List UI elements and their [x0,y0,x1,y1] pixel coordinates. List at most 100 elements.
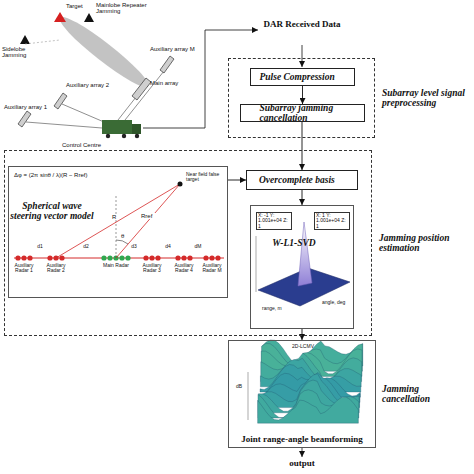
figure-label: Target [66,3,96,9]
process-box: Overcomplete basis [246,170,358,190]
figure-label: Jamming cancellation [382,384,468,405]
figure-label: Main array [150,80,190,86]
figure-label: DAR Received Data [262,20,342,30]
figure-stroke [106,134,110,138]
figure-stroke [209,255,214,260]
surface-strip [258,397,359,423]
figure-stroke [143,255,148,260]
figure-label: Auxiliary Radar M [197,263,227,274]
angle-arc [116,240,128,244]
figure-label: Sidelobe Jamming [2,46,36,59]
boresight [116,196,117,258]
array-links [26,66,168,128]
jammer-symbol [84,13,94,22]
figure-label: θ [121,233,128,239]
main-beam [54,10,153,93]
figure-stroke [132,124,141,134]
figure-stroke [187,255,192,260]
data-tip: X: 1 Y: 1.001e+04 Z: 1 [314,212,350,230]
axis-line [248,372,249,420]
figure-label: Auxiliary Radar 4 [169,263,199,274]
figure-label: Control Centre [62,142,110,148]
figure-label: Auxiliary array 1 [4,104,56,110]
figure-label: Mainlobe Repeater Jamming [96,2,148,15]
figure-label: Δφ = (2π sinθ / λ)(R − Rref) [14,172,126,178]
figure-stroke [175,255,180,260]
figure-label: Rref [141,213,157,219]
figure-stroke [125,66,168,120]
figure-label: Near field false target [186,172,224,183]
box-label: Pulse Compression [260,72,346,82]
output-arrow [302,448,303,457]
flow-arrow [228,180,246,181]
figure-stroke [47,255,52,260]
figure-label: dB [236,384,246,389]
stage-region: Subarray level signal preprocessingPulse… [228,58,375,138]
figure-stroke [26,122,102,128]
array-symbols [18,56,174,127]
figure-stroke [132,78,151,100]
figure-label: range, m [262,306,292,311]
figure-stroke [135,134,139,138]
figure-stroke [155,255,160,260]
flow-arrow [302,329,303,340]
figure-label: Auxiliary array M [150,46,202,52]
figure-stroke [15,255,20,260]
figure-stroke [181,255,186,260]
figure-stroke [18,111,31,127]
figure-label: Main Radar [101,263,131,268]
figure-label: angle, deg [322,300,352,305]
figure-stroke [119,255,124,260]
figure-label: d4 [163,244,173,249]
box-label: Spherical wave steering vector model [9,201,95,264]
steering-model-figure [14,182,224,261]
spectrum-peak [298,222,312,286]
figure-stroke [59,255,64,260]
process-box: Subarray jamming cancellation [240,104,365,122]
range-line [116,184,180,258]
sparse-spectrum-plot [256,222,350,306]
figure-stroke [125,255,130,260]
figure-stroke [203,255,208,260]
data-arrow [302,45,303,67]
jamming-ray [25,40,60,44]
figure-label: 2D-LCMV [286,344,320,349]
flow-arrow [302,122,303,170]
figure-stroke [102,120,132,134]
figure-label: Auxiliary Radar 2 [41,263,71,274]
false-target-dot [178,182,183,187]
data-tip: X: -1 Y: 1.001e+04 Z: 1 [256,212,292,230]
box-label: Subarray jamming cancellation [260,103,346,124]
control-centre-truck [102,120,141,138]
figure-stroke [149,255,154,260]
figure-label: Auxiliary Radar 3 [137,263,167,274]
range-line [56,184,180,258]
flow-arrow [302,190,303,205]
box-label: Joint range-angle beamforming [229,435,375,445]
figure-label: Auxiliary array 2 [66,82,118,88]
figure-stroke [215,255,220,260]
box-label: W-L1-SVD [251,238,337,297]
figure-label: d1 [35,244,45,249]
figure-label: Auxiliary Radar 1 [9,263,39,274]
figure-stroke [107,255,112,260]
figure-stroke [21,255,26,260]
figure-stroke [122,134,126,138]
process-box: Pulse Compression [250,68,355,86]
figure-stroke [62,104,104,122]
figure-label: dM [193,244,203,249]
figure-label: d3 [129,244,139,249]
figure-stroke [256,236,257,292]
box-label: Overcomplete basis [259,175,345,185]
figure-stroke [27,255,32,260]
region-heading: Jamming position estimation [379,233,465,254]
figure-panel: Joint range-angle beamforming [228,340,376,448]
figure-label: R [112,214,119,220]
region-heading: Subarray level signal preprocessing [382,88,468,109]
target-symbol [54,12,66,22]
figure-label: d2 [81,244,91,249]
jammer-symbol [20,35,30,44]
figure-stroke [54,93,67,109]
flow-arrow [302,86,303,104]
figure-stroke [101,255,106,260]
